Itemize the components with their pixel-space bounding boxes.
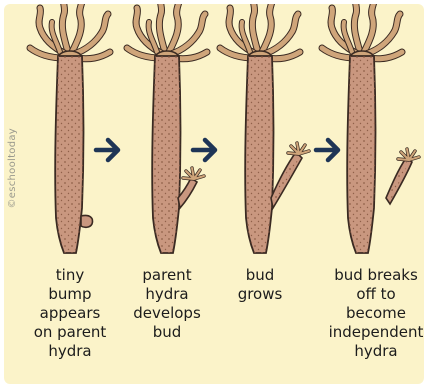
developing-bud	[178, 168, 204, 208]
stage-1-caption: tiny bump appears on parent hydra	[22, 266, 118, 361]
hydra-stage-1	[30, 4, 110, 253]
arrow-right-icon	[193, 140, 215, 160]
watermark-text: ©eschooltoday	[7, 128, 18, 209]
arrow-right-icon	[316, 140, 338, 160]
hydra-stage-3	[220, 4, 309, 253]
detached-bud	[386, 149, 419, 204]
diagram-panel: ©eschooltoday tiny bump appears on paren…	[4, 4, 424, 384]
stage-4-caption: bud breaks off to become independent hyd…	[321, 266, 428, 361]
hydra-stage-2	[127, 4, 207, 253]
growing-bud	[271, 143, 309, 208]
stage-3-caption: bud grows	[212, 266, 308, 304]
hydra-stage-4	[322, 4, 419, 253]
tiny-bump	[81, 215, 93, 227]
arrow-right-icon	[96, 140, 118, 160]
stage-2-caption: parent hydra develops bud	[119, 266, 215, 342]
